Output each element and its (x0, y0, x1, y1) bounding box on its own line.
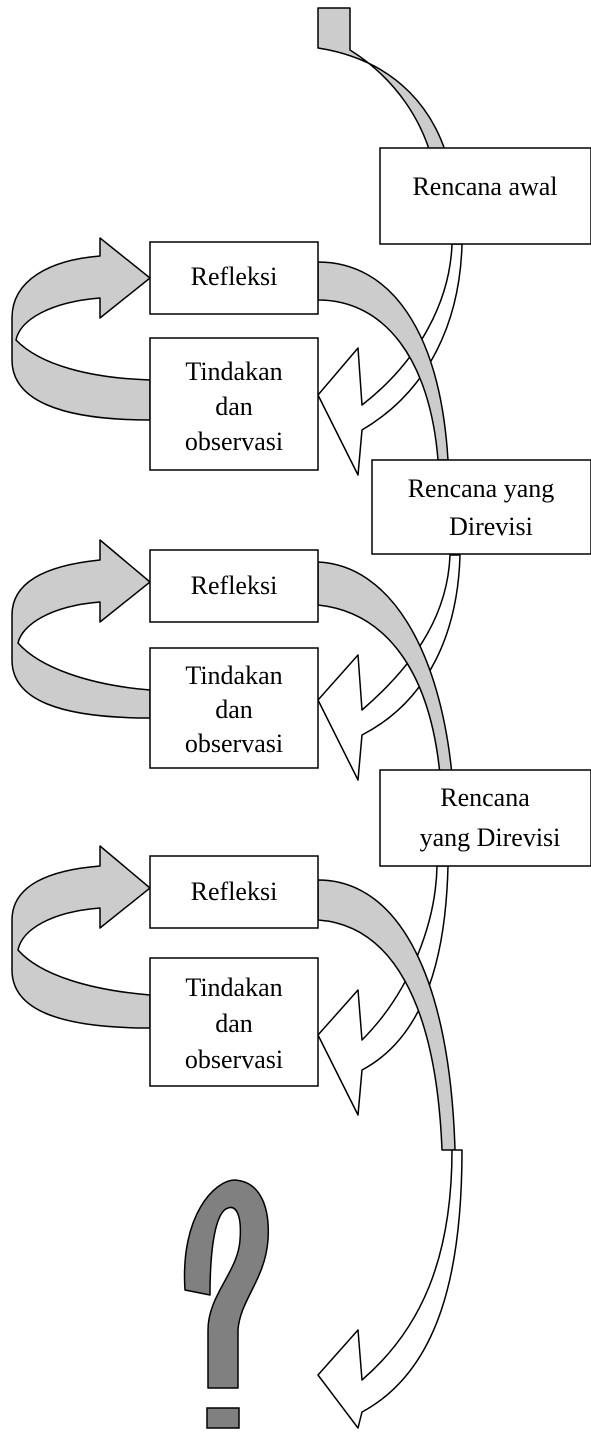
action-label-1: Tindakan (185, 357, 282, 386)
action-box-3 (149, 957, 319, 1087)
reflection-label-3: Refleksi (191, 877, 278, 906)
plan-label-3: yang Direvisi (420, 823, 561, 852)
plan-box-2 (371, 459, 591, 555)
reflection-box-2 (149, 549, 319, 623)
plan-to-action-arrow-2 (317, 554, 461, 781)
plan-box-3 (379, 769, 591, 867)
question-mark-dot (206, 1407, 240, 1429)
reflection-box-1 (149, 241, 319, 315)
action-label-3: Tindakan (185, 973, 282, 1002)
action-box-1 (149, 337, 319, 471)
question-mark-curve (183, 1179, 270, 1389)
plan-box-1 (379, 147, 591, 245)
plan-to-action-arrow-3 (317, 865, 449, 1116)
plan-label-1: Rencana awal (412, 172, 557, 201)
reflection-box-3 (149, 855, 319, 929)
reflection-label-1: Refleksi (191, 262, 278, 291)
action-label-1: observasi (185, 427, 283, 456)
action-label-2: observasi (185, 729, 283, 758)
action-label-3: observasi (185, 1045, 283, 1074)
plan-label-2: Rencana yang (408, 474, 555, 503)
final-arrow (317, 1149, 463, 1429)
action-box-2 (149, 647, 319, 769)
plan-label-2: Direvisi (449, 512, 533, 541)
action-label-2: dan (215, 695, 253, 724)
plan-to-action-arrow-1 (317, 243, 463, 476)
plan-label-3: Rencana (440, 783, 530, 812)
action-label-2: Tindakan (185, 661, 282, 690)
action-label-1: dan (215, 392, 253, 421)
action-label-3: dan (215, 1009, 253, 1038)
question-mark-icon (183, 1179, 270, 1429)
action-to-reflection-loop-2 (11, 539, 151, 719)
reflection-label-2: Refleksi (191, 571, 278, 600)
action-to-reflection-loop-1 (11, 237, 151, 421)
action-to-reflection-loop-3 (11, 845, 151, 1029)
